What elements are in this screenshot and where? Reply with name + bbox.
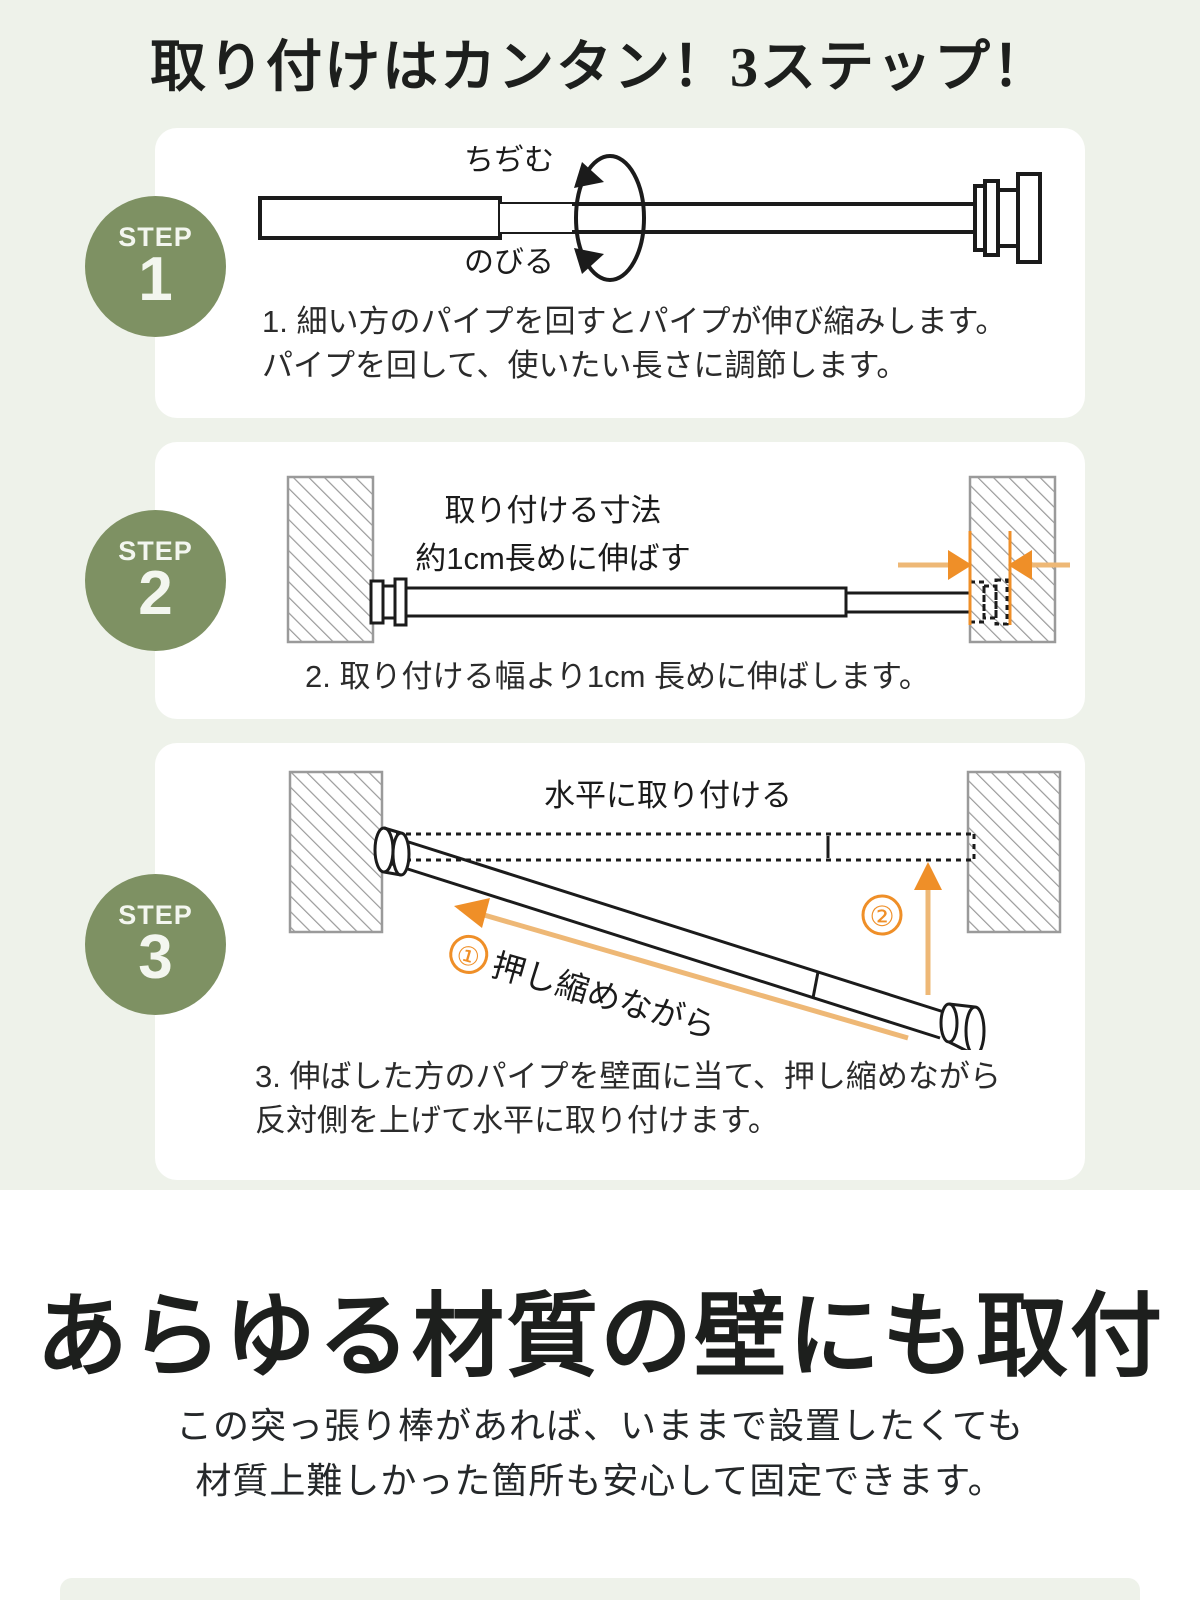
shrink-label: ちぢむ [464, 144, 554, 177]
wall-section-subtext-line-1: この突っ張り棒があれば、いままで設置したくても [175, 1406, 1025, 1446]
step-1-diagram: ちぢむ のびる [258, 144, 1042, 282]
step-card-1 [155, 128, 1085, 418]
step-badge-2: STEP 2 [85, 510, 226, 651]
step-2-caption: 2. 取り付ける幅より1cm 長めに伸ばします。 [305, 655, 930, 699]
step-1-caption: 1. 細い方のパイプを回すとパイプが伸び縮みします。 パイプを回して、使いたい長… [262, 300, 1006, 388]
step-2-caption-line-1: 2. 取り付ける幅より1cm 長めに伸ばします。 [305, 659, 930, 694]
marker-two-group: ② [861, 894, 903, 936]
step-3-diagram: 水平に取り付ける ① 押し縮めながら ② [288, 770, 1062, 1050]
tilted-pole [373, 826, 986, 1050]
left-wall [288, 770, 384, 934]
left-wall [286, 475, 375, 644]
step-badge-number: 1 [138, 244, 173, 314]
step-badge-3: STEP 3 [85, 874, 226, 1015]
step-1-caption-line-1: 1. 細い方のパイプを回すとパイプが伸び縮みします。 [262, 304, 1007, 339]
bottom-panel-edge [60, 1578, 1140, 1600]
step-3-caption-line-2: 反対側を上げて水平に取り付けます。 [255, 1103, 779, 1139]
marker-two-label: ② [869, 901, 894, 932]
step-3-caption: 3. 伸ばした方のパイプを壁面に当て、押し縮めながら 反対側を上げて水平に取り付… [255, 1055, 1001, 1143]
wall-section-subtext-line-2: 材質上難しかった箇所も安心して固定できます。 [195, 1461, 1005, 1501]
extend-amount-label: 約1cm長めに伸ばす [415, 541, 691, 576]
extend-label: のびる [464, 246, 554, 279]
right-wall [966, 770, 1062, 934]
step-3-caption-line-1: 3. 伸ばした方のパイプを壁面に当て、押し縮めながら [255, 1059, 1001, 1094]
page-title: 取り付けはカンタン！3ステップ！ [150, 37, 1050, 99]
level-mount-label: 水平に取り付ける [544, 778, 792, 813]
step-badge-number: 3 [138, 922, 173, 992]
marker-one-group: ① 押し縮めながら [449, 934, 720, 1045]
step-badge-word: STEP [118, 221, 193, 252]
step-badge-word: STEP [118, 535, 193, 566]
mount-dimension-label: 取り付ける寸法 [445, 493, 662, 528]
steps-section: 取り付けはカンタン！3ステップ！ STEP 1 ちぢむ のびる 1. 細い方のパ… [0, 0, 1200, 1190]
step-badge-1: STEP 1 [85, 196, 226, 337]
step-2-diagram: 取り付ける寸法 約1cm長めに伸ばす [286, 475, 1070, 644]
step-badge-number: 2 [138, 558, 173, 628]
step-1-caption-line-2: パイプを回して、使いたい長さに調節します。 [262, 348, 908, 384]
press-while-label: 押し縮めながら [488, 946, 720, 1045]
wall-material-section: あらゆる材質の壁にも取付 この突っ張り棒があれば、いままで設置したくても 材質上… [0, 1190, 1200, 1600]
step-badge-word: STEP [118, 899, 193, 930]
wall-section-heading: あらゆる材質の壁にも取付 [35, 1286, 1164, 1388]
